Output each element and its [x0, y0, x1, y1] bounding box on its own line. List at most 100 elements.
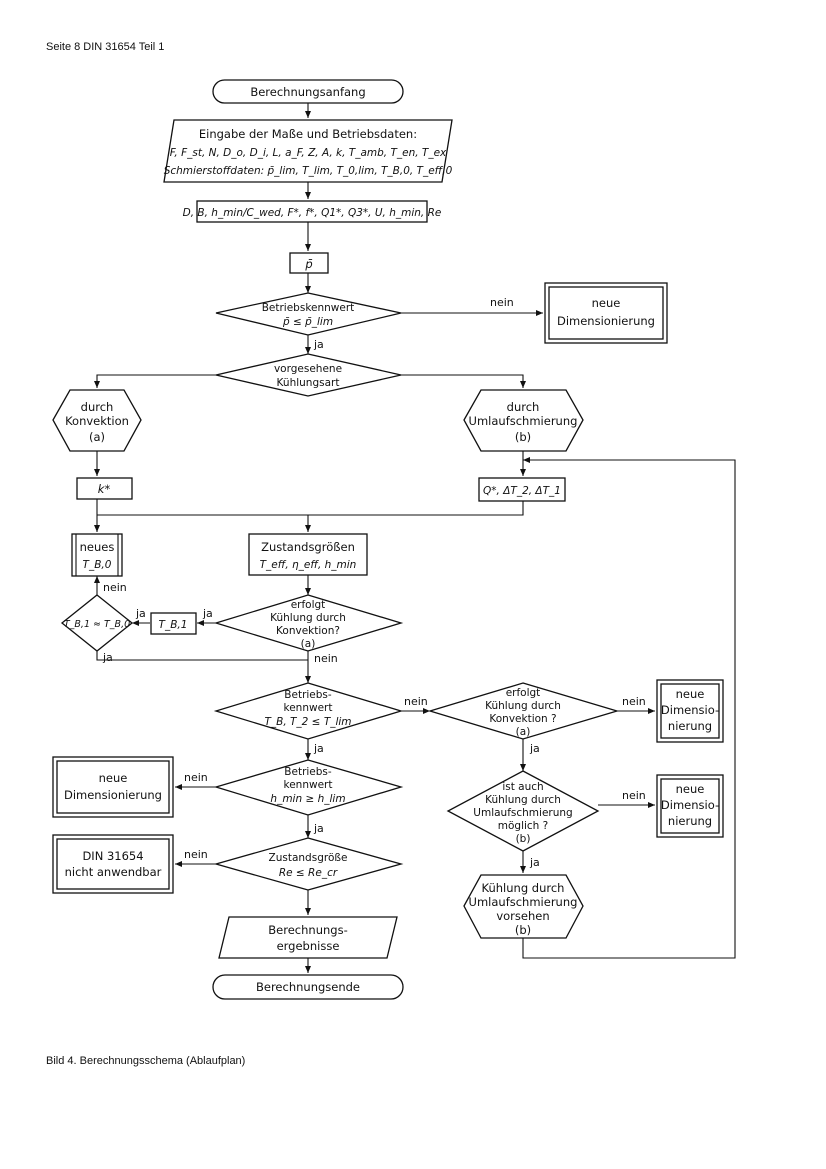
svg-text:Dimensio-: Dimensio- [661, 703, 719, 717]
svg-text:F, F_st, N, D_o, D_i, L, a_F,: F, F_st, N, D_o, D_i, L, a_F, Z, A, k, T… [170, 147, 447, 159]
svg-text:p̄: p̄ [304, 257, 312, 271]
svg-text:Zustandsgröße: Zustandsgröße [269, 852, 348, 864]
svg-text:(b): (b) [515, 430, 531, 444]
svg-text:T_B,1: T_B,1 [159, 619, 188, 631]
svg-text:Umlaufschmierung: Umlaufschmierung [469, 414, 578, 428]
svg-text:nicht anwendbar: nicht anwendbar [65, 865, 162, 879]
svg-text:Umlaufschmierung: Umlaufschmierung [473, 807, 572, 819]
svg-text:Dimensionierung: Dimensionierung [557, 314, 655, 328]
svg-text:Betriebs-: Betriebs- [284, 766, 332, 778]
svg-text:h_min ≥ h_lim: h_min ≥ h_lim [270, 793, 345, 805]
svg-text:Konvektion ?: Konvektion ? [489, 713, 556, 725]
label-no: nein [490, 296, 514, 309]
svg-text:Umlaufschmierung: Umlaufschmierung [469, 895, 578, 909]
svg-text:Berechnungsanfang: Berechnungsanfang [250, 85, 365, 99]
label-yes: ja [313, 822, 324, 835]
label-no: nein [622, 789, 646, 802]
label-no: nein [103, 581, 127, 594]
svg-text:Kühlung durch: Kühlung durch [270, 612, 346, 624]
svg-text:T_eff, η_eff, h_min: T_eff, η_eff, h_min [260, 559, 357, 571]
svg-text:Kühlung durch: Kühlung durch [482, 881, 565, 895]
svg-text:(b): (b) [515, 923, 531, 937]
label-no: nein [314, 652, 338, 665]
pbar-node: p̄ [289, 252, 329, 274]
svg-text:Berechnungs-: Berechnungs- [268, 923, 347, 937]
decision-cooling-type: vorgesehene Kühlungsart [215, 353, 402, 397]
svg-text:Dimensio-: Dimensio- [661, 798, 719, 812]
svg-text:D, B, h_min/C_wed, F*, f*, Q1*: D, B, h_min/C_wed, F*, f*, Q1*, Q3*, U, … [183, 207, 442, 219]
svg-text:Berechnungsende: Berechnungsende [256, 980, 360, 994]
start-terminal: Berechnungsanfang [212, 79, 404, 104]
svg-text:Q*, ΔT_2, ΔT_1: Q*, ΔT_2, ΔT_1 [483, 485, 561, 497]
svg-text:vorgesehene: vorgesehene [274, 363, 342, 375]
new-tb-node: neues T_B,0 [71, 533, 123, 577]
svg-text:kennwert: kennwert [284, 702, 333, 714]
end-terminal: Berechnungsende [212, 974, 404, 1000]
provide-circulation-node: Kühlung durch Umlaufschmierung vorsehen … [463, 874, 584, 939]
svg-text:Re ≤ Re_cr: Re ≤ Re_cr [279, 867, 338, 879]
label-yes: ja [102, 651, 113, 664]
calc-values-node: D, B, h_min/C_wed, F*, f*, Q1*, Q3*, U, … [183, 200, 442, 223]
svg-text:Zustandsgrößen: Zustandsgrößen [261, 540, 355, 554]
label-no: nein [184, 771, 208, 784]
new-dimensioning-box: neue Dimensio- nierung [656, 679, 724, 743]
svg-text:Dimensionierung: Dimensionierung [64, 788, 162, 802]
svg-text:möglich ?: möglich ? [498, 820, 549, 832]
label-no: nein [184, 848, 208, 861]
q-star-node: Q*, ΔT_2, ΔT_1 [478, 477, 566, 502]
connectors [94, 103, 736, 973]
svg-text:erfolgt: erfolgt [506, 687, 541, 699]
svg-text:neue: neue [676, 687, 705, 701]
svg-text:T_B,1 ≈ T_B,0: T_B,1 ≈ T_B,0 [64, 619, 130, 630]
convection-node: durch Konvektion (a) [52, 389, 142, 452]
svg-text:vorsehen: vorsehen [496, 909, 549, 923]
decision-convection-1: erfolgt Kühlung durch Konvektion? (a) [213, 594, 404, 652]
decision-temperature: Betriebs- kennwert T_B, T_2 ≤ T_lim [213, 682, 404, 740]
label-yes: ja [313, 338, 324, 351]
results-node: Berechnungs- ergebnisse [218, 916, 398, 959]
svg-text:ist auch: ist auch [502, 781, 543, 793]
decision-pressure: Betriebskennwert p̄ ≤ p̄_lim [215, 292, 402, 336]
new-dimensioning-box: neue Dimensionierung [544, 282, 668, 344]
svg-text:Schmierstoffdaten: p̄_lim, T_l: Schmierstoffdaten: p̄_lim, T_lim, T_0,li… [164, 165, 453, 177]
svg-text:Konvektion: Konvektion [65, 414, 129, 428]
label-no: nein [622, 695, 646, 708]
label-yes: ja [135, 607, 146, 620]
svg-text:DIN 31654: DIN 31654 [82, 849, 143, 863]
label-yes: ja [202, 607, 213, 620]
svg-text:Kühlungsart: Kühlungsart [277, 377, 340, 389]
din-not-applicable-box: DIN 31654 nicht anwendbar [52, 834, 174, 894]
figure-caption: Bild 4. Berechnungsschema (Ablaufplan) [46, 1055, 246, 1067]
k-star-node: k* [76, 477, 133, 500]
decision-reynolds: Zustandsgröße Re ≤ Re_cr [213, 837, 404, 891]
label-yes: ja [313, 742, 324, 755]
svg-text:(a): (a) [89, 430, 105, 444]
svg-text:p̄ ≤ p̄_lim: p̄ ≤ p̄_lim [282, 316, 333, 328]
svg-text:T_B,0: T_B,0 [83, 559, 112, 571]
svg-text:Konvektion?: Konvektion? [276, 625, 340, 637]
svg-text:kennwert: kennwert [284, 779, 333, 791]
svg-text:neue: neue [676, 782, 705, 796]
svg-text:Betriebs-: Betriebs- [284, 689, 332, 701]
svg-text:neues: neues [80, 540, 115, 554]
svg-text:(a): (a) [516, 726, 531, 738]
new-dimensioning-box: neue Dimensio- nierung [656, 774, 724, 838]
svg-text:erfolgt: erfolgt [291, 599, 326, 611]
state-variables-node: Zustandsgrößen T_eff, η_eff, h_min [248, 533, 368, 576]
svg-text:T_B, T_2 ≤ T_lim: T_B, T_2 ≤ T_lim [264, 716, 351, 728]
svg-text:durch: durch [507, 400, 540, 414]
svg-text:neue: neue [99, 771, 128, 785]
new-dimensioning-box: neue Dimensionierung [52, 756, 174, 818]
label-yes: ja [529, 742, 540, 755]
svg-text:durch: durch [81, 400, 114, 414]
svg-text:ergebnisse: ergebnisse [277, 939, 340, 953]
svg-text:(a): (a) [301, 638, 316, 650]
svg-text:(b): (b) [516, 833, 531, 845]
decision-circulation-possible: ist auch Kühlung durch Umlaufschmierung … [446, 770, 600, 852]
input-data-node: Eingabe der Maße und Betriebsdaten: F, F… [163, 119, 453, 183]
circulation-node: durch Umlaufschmierung (b) [463, 389, 584, 452]
tb1-node: T_B,1 [150, 612, 197, 635]
svg-text:nierung: nierung [668, 814, 712, 828]
